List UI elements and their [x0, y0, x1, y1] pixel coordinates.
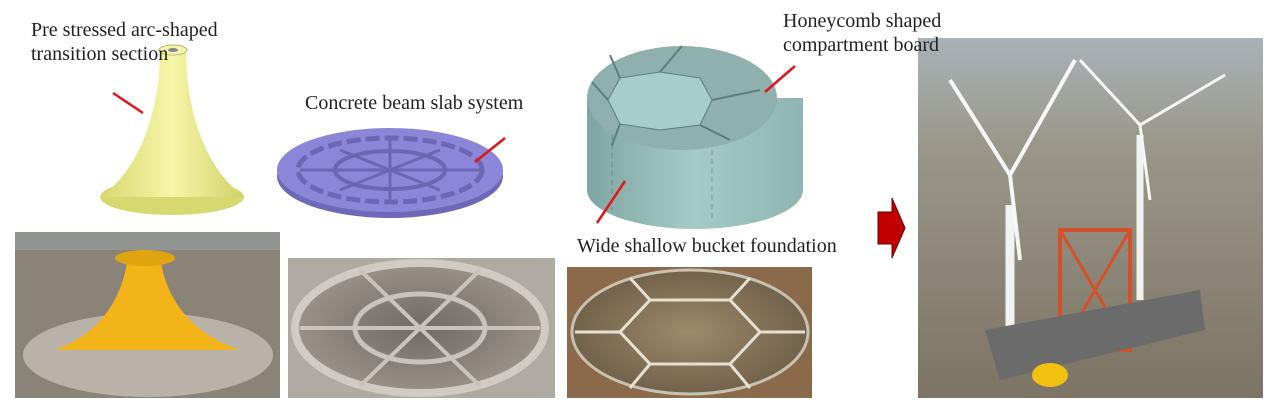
photo-offshore-wind-turbines — [918, 38, 1263, 398]
label-beam-slab: Concrete beam slab system — [305, 92, 524, 114]
leader-line-bucket — [595, 180, 627, 224]
leader-line-slab — [474, 137, 506, 163]
label-honeycomb-line2: compartment board — [783, 34, 940, 56]
leader-line-transition — [112, 91, 144, 115]
right-arrow-icon — [877, 197, 906, 259]
beam-slab-model — [277, 128, 503, 218]
leader-line-honeycomb — [764, 65, 796, 93]
label-bucket: Wide shallow bucket foundation — [577, 235, 837, 257]
photo-transition-section-construction — [15, 232, 280, 398]
label-transition-line2: transition section — [31, 43, 169, 65]
label-honeycomb-line1: Honeycomb shaped — [783, 10, 942, 32]
transition-section-model — [100, 44, 245, 215]
bucket-model — [587, 45, 803, 229]
label-transition-line1: Pre stressed arc-shaped — [31, 19, 218, 41]
photo-bucket-construction — [567, 267, 812, 398]
photo-beam-slab-construction — [288, 258, 555, 398]
